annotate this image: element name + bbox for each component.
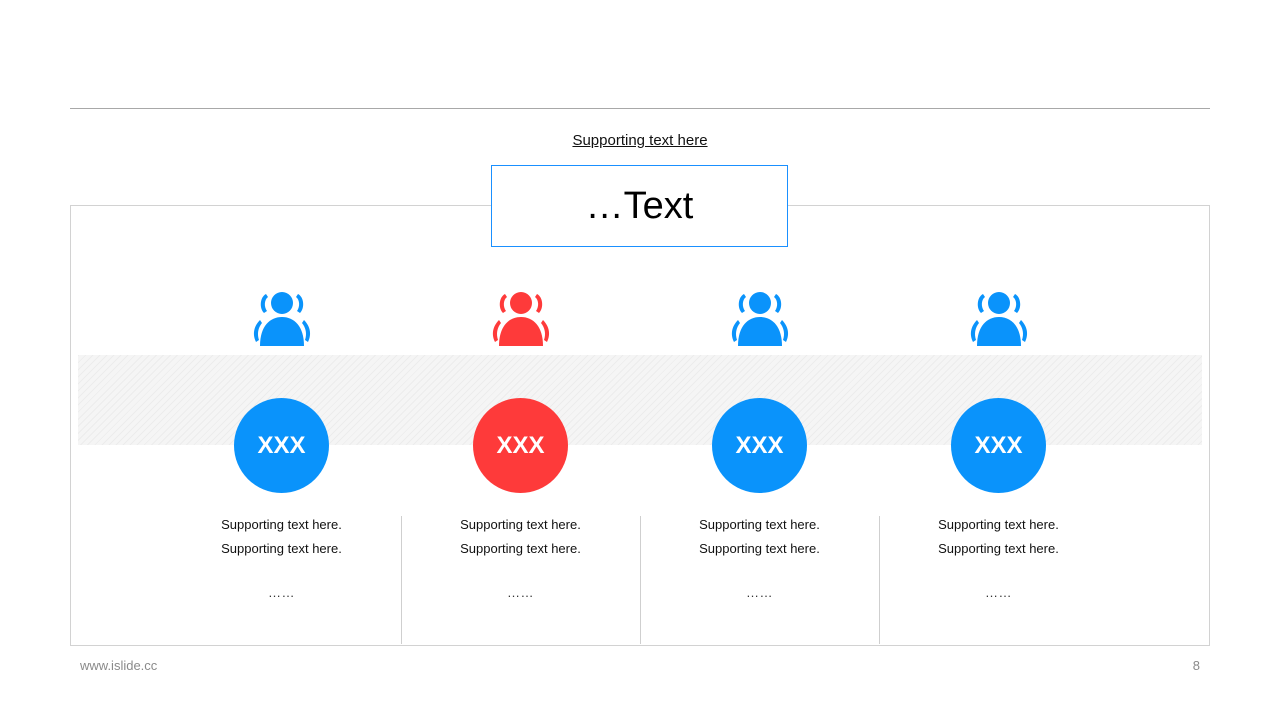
column-4: XXX Supporting text here. Supporting tex… [879, 0, 1118, 720]
footer-website: www.islide.cc [80, 658, 158, 673]
column-2: XXX Supporting text here. Supporting tex… [401, 0, 640, 720]
description-line: Supporting text here. [460, 517, 581, 532]
description-line: Supporting text here. [221, 541, 342, 556]
description-line: Supporting text here. [938, 541, 1059, 556]
ellipsis-text: …… [268, 585, 295, 600]
person-group-icon [970, 292, 1028, 346]
ellipsis-text: …… [507, 585, 534, 600]
column-divider [640, 516, 641, 644]
description-line: Supporting text here. [221, 517, 342, 532]
column-divider [879, 516, 880, 644]
description: Supporting text here. Supporting text he… [162, 513, 401, 561]
column-divider [401, 516, 402, 644]
description-line: Supporting text here. [938, 517, 1059, 532]
column-1: XXX Supporting text here. Supporting tex… [162, 0, 401, 720]
description-line: Supporting text here. [699, 517, 820, 532]
top-divider [70, 108, 1210, 109]
circle-label: XXX [735, 431, 784, 459]
label-circle: XXX [712, 398, 807, 493]
label-circle: XXX [951, 398, 1046, 493]
description-line: Supporting text here. [460, 541, 581, 556]
circle-label: XXX [257, 431, 306, 459]
ellipsis-text: …… [985, 585, 1012, 600]
description: Supporting text here. Supporting text he… [401, 513, 640, 561]
ellipsis-text: …… [746, 585, 773, 600]
page-number: 8 [1192, 658, 1200, 673]
title-text: …Text [585, 184, 694, 227]
description-line: Supporting text here. [699, 541, 820, 556]
subtitle: Supporting text here [572, 132, 708, 149]
circle-label: XXX [496, 431, 545, 459]
column-3: XXX Supporting text here. Supporting tex… [640, 0, 879, 720]
label-circle: XXX [234, 398, 329, 493]
circle-label: XXX [974, 431, 1023, 459]
title-box: …Text [491, 165, 788, 247]
label-circle: XXX [473, 398, 568, 493]
person-group-icon [253, 292, 311, 346]
person-group-icon [492, 292, 550, 346]
person-group-icon [731, 292, 789, 346]
description: Supporting text here. Supporting text he… [640, 513, 879, 561]
description: Supporting text here. Supporting text he… [879, 513, 1118, 561]
